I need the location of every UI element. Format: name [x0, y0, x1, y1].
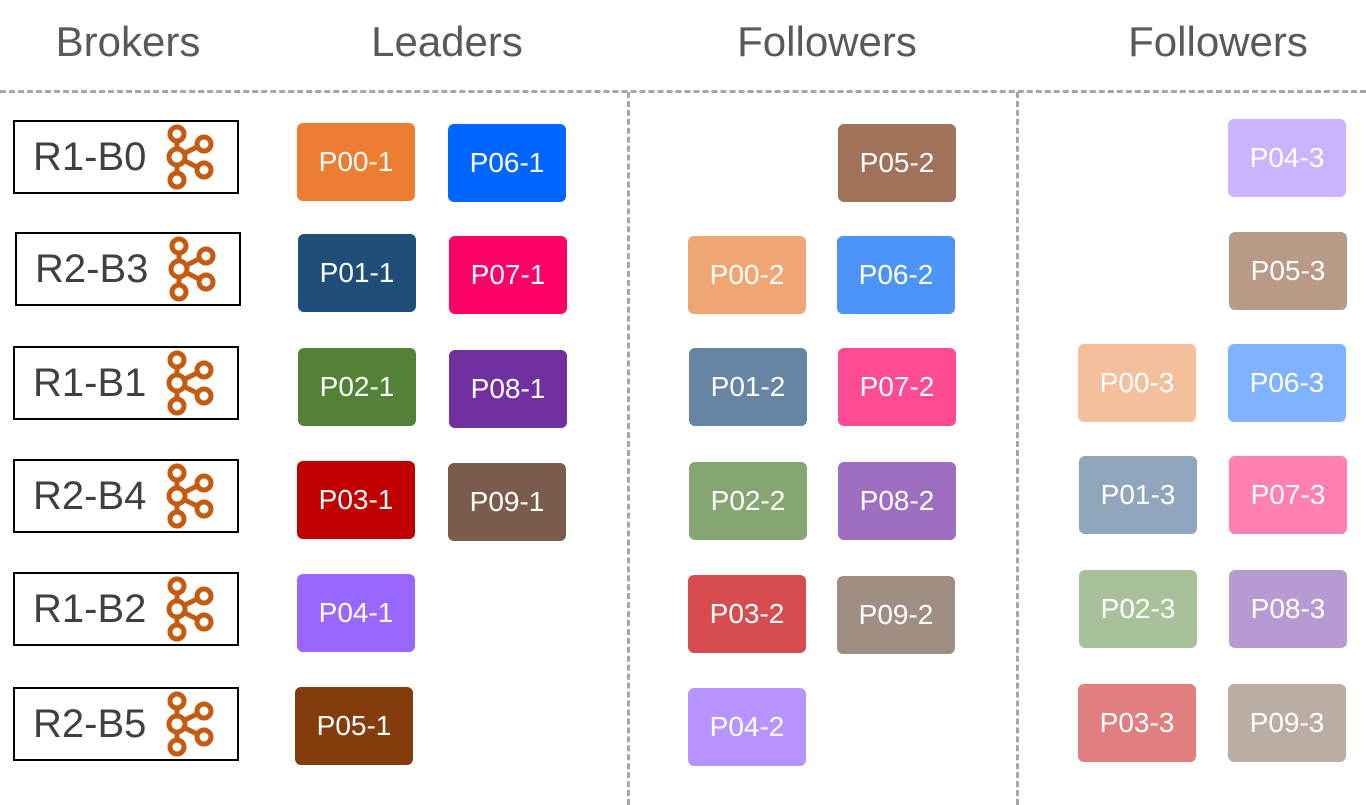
partition-p01-2: P01-2 — [689, 348, 807, 426]
partition-p01-3: P01-3 — [1079, 456, 1197, 534]
partition-p08-3: P08-3 — [1229, 570, 1347, 648]
partition-p09-3: P09-3 — [1228, 684, 1346, 762]
partition-p04-2: P04-2 — [688, 688, 806, 766]
kafka-icon — [166, 691, 214, 757]
partition-p05-3: P05-3 — [1229, 232, 1347, 310]
broker-label: R2-B4 — [33, 473, 147, 518]
kafka-icon — [168, 236, 216, 302]
broker-r1-b0: R1-B0 — [13, 120, 239, 194]
partition-p07-2: P07-2 — [838, 348, 956, 426]
kafka-icon — [166, 576, 214, 642]
partition-p07-1: P07-1 — [449, 236, 567, 314]
followers-2-header: Followers — [1128, 18, 1308, 65]
partition-p04-1: P04-1 — [297, 574, 415, 652]
partition-p03-1: P03-1 — [297, 461, 415, 539]
partition-p06-2: P06-2 — [837, 236, 955, 314]
followers-1-header: Followers — [737, 18, 917, 65]
brokers-header: Brokers — [55, 18, 201, 65]
kafka-icon — [166, 463, 214, 529]
partition-p00-1: P00-1 — [297, 123, 415, 201]
partition-p04-3: P04-3 — [1228, 119, 1346, 197]
partition-p08-2: P08-2 — [838, 462, 956, 540]
broker-r1-b2: R1-B2 — [13, 572, 239, 646]
partition-p00-2: P00-2 — [688, 236, 806, 314]
partition-p06-1: P06-1 — [448, 124, 566, 202]
column-divider-2 — [1016, 92, 1019, 805]
partition-p03-2: P03-2 — [688, 575, 806, 653]
partition-p01-1: P01-1 — [298, 234, 416, 312]
partition-p02-2: P02-2 — [689, 462, 807, 540]
partition-p05-2: P05-2 — [838, 124, 956, 202]
broker-r2-b3: R2-B3 — [15, 232, 241, 306]
partition-p06-3: P06-3 — [1228, 344, 1346, 422]
partition-p05-1: P05-1 — [295, 687, 413, 765]
broker-r2-b5: R2-B5 — [13, 687, 239, 761]
broker-label: R1-B2 — [33, 586, 147, 631]
broker-label: R2-B5 — [33, 701, 147, 746]
kafka-icon — [166, 350, 214, 416]
column-divider-1 — [627, 92, 630, 805]
partition-p00-3: P00-3 — [1078, 344, 1196, 422]
header-divider — [0, 90, 1366, 93]
broker-label: R2-B3 — [35, 246, 149, 291]
broker-r2-b4: R2-B4 — [13, 459, 239, 533]
kafka-icon — [166, 124, 214, 190]
broker-r1-b1: R1-B1 — [13, 346, 239, 420]
partition-p09-1: P09-1 — [448, 463, 566, 541]
broker-label: R1-B1 — [33, 360, 147, 405]
broker-label: R1-B0 — [33, 134, 147, 179]
partition-p02-1: P02-1 — [298, 348, 416, 426]
partition-p09-2: P09-2 — [837, 576, 955, 654]
leaders-header: Leaders — [371, 18, 523, 65]
partition-p07-3: P07-3 — [1229, 456, 1347, 534]
partition-p03-3: P03-3 — [1078, 684, 1196, 762]
partition-p02-3: P02-3 — [1079, 570, 1197, 648]
partition-p08-1: P08-1 — [449, 350, 567, 428]
